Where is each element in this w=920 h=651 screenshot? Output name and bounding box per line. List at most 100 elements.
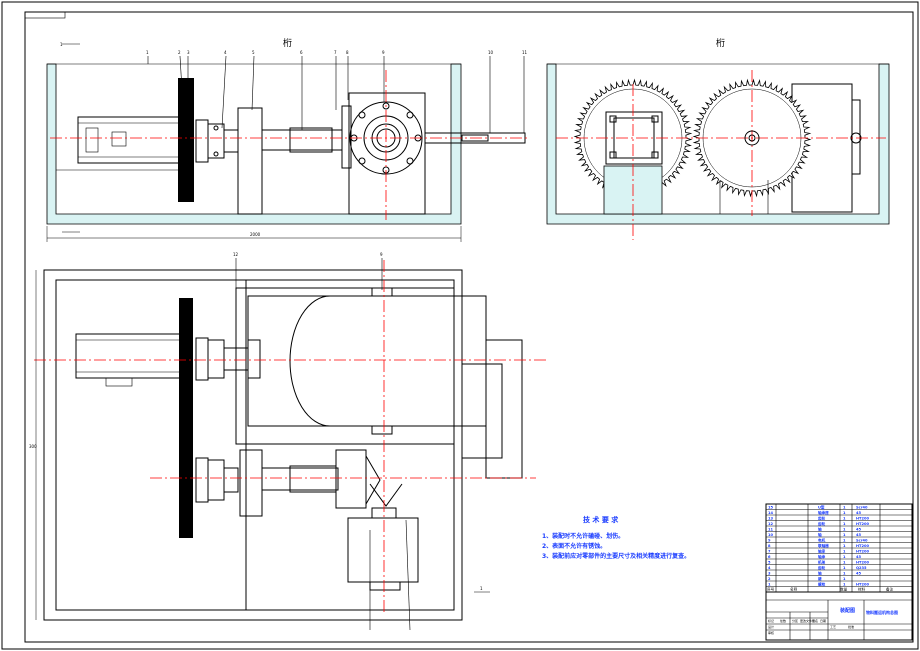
plan-height-dim: 300 — [29, 444, 37, 449]
bom-cell: 6 — [768, 555, 771, 559]
bom-header-cell: 序号 — [767, 587, 775, 592]
svg-text:1: 1 — [146, 50, 149, 55]
plan-view: 12 9 300 1 — [29, 252, 548, 631]
svg-text:6: 6 — [300, 50, 303, 55]
title-block-label: 分区 — [792, 618, 798, 623]
front-view: 桁 — [46, 37, 530, 242]
bom-cell: 1 — [843, 511, 846, 515]
bom-cell: 轴 — [818, 526, 822, 531]
bevel-gearbox-plan — [335, 449, 419, 591]
svg-text:7: 7 — [334, 50, 337, 55]
bom-cell: 13 — [768, 516, 774, 520]
tech-req-title: 技 术 要 求 — [583, 515, 619, 524]
bom-cell: HT200 — [856, 516, 869, 520]
bom-cell: 11 — [768, 527, 774, 531]
side-view-label: 桁 — [716, 37, 725, 49]
bom-cell: 15 — [768, 505, 774, 509]
bom-header-cell: 备注 — [886, 587, 894, 592]
bom-header-cell: 数量 — [840, 587, 848, 592]
title-project-name: 物料搬运机构总图 — [866, 609, 898, 615]
svg-text:5: 5 — [252, 50, 255, 55]
bom-cell: 1 — [843, 544, 846, 548]
bom-cell: 45 — [856, 555, 862, 559]
bom-cell: 45 — [856, 527, 862, 531]
bom-cell: 1 — [843, 538, 846, 542]
tech-req-item-3: 3、装配前应对零部件的主要尺寸及相关精度进行复查。 — [542, 552, 690, 560]
plan-side-dim: 1 — [480, 586, 483, 591]
bom-cell: 1 — [843, 527, 846, 531]
bom-cell: HT200 — [856, 560, 869, 564]
motor-plan-lower — [195, 449, 339, 517]
side-view: 桁 — [546, 37, 890, 240]
svg-text:8: 8 — [346, 50, 349, 55]
coupling-plan-upper — [195, 337, 237, 381]
u-trough-plan — [235, 287, 523, 479]
bom-cell: 9 — [768, 538, 771, 542]
bom-cell: 1 — [843, 555, 846, 559]
front-height-dim: 1 — [60, 42, 63, 47]
title-block-label: 审核 — [768, 630, 774, 635]
bom-cell: 45 — [856, 571, 862, 575]
technical-requirements: 技 术 要 求 1、装配时不允许磕碰、划伤。 2、表面不允许有锈蚀。 3、装配前… — [542, 515, 690, 560]
bom-cell: 1 — [843, 516, 846, 520]
bom-cell: 联轴器 — [818, 543, 829, 548]
svg-text:2: 2 — [178, 50, 181, 55]
bom-cell: U型 — [818, 504, 825, 509]
svg-text:9: 9 — [382, 50, 385, 55]
svg-text:3: 3 — [187, 50, 190, 55]
plan-outer-frame — [43, 269, 463, 621]
bom-cell: 轴承 — [818, 554, 826, 559]
bom-cell: 1 — [768, 582, 771, 586]
title-block-label: 日期 — [820, 618, 826, 623]
bom-cell: 齿轮 — [818, 515, 826, 520]
bom-cell: 1 — [843, 577, 846, 581]
balloon-numbers-front: 1 2 3 4 5 6 7 8 9 10 11 — [146, 50, 528, 55]
bom-cell: 轴 — [818, 570, 822, 575]
gear-column-front — [178, 78, 194, 202]
bom-cell: 45 — [856, 511, 862, 515]
bom-cell: 4 — [768, 566, 771, 570]
bom-cell: 轴 — [818, 532, 822, 537]
title-block-label: 批准 — [848, 624, 854, 629]
title-block: 装配图 物料搬运机构总图 标记处数分区更改文件号签名日期设计审核工艺批准 — [765, 591, 913, 641]
title-block-label: 处数 — [780, 618, 786, 623]
bom-cell: 3 — [768, 571, 771, 575]
bom-cell: 电机 — [818, 537, 826, 542]
gearbox-front — [341, 92, 426, 215]
front-view-label: 桁 — [283, 37, 292, 49]
bom-cell: 10 — [768, 533, 774, 537]
bom-cell: 5 — [768, 560, 771, 564]
bom-cell: Scr40 — [856, 505, 868, 509]
svg-text:4: 4 — [224, 50, 227, 55]
bom-cell: 齿轮 — [818, 565, 826, 570]
motor-front — [56, 116, 181, 171]
title-block-label: 工艺 — [830, 624, 836, 629]
corner-tag — [24, 11, 66, 19]
bom-cell: 机架 — [817, 559, 826, 564]
bom-cell: 1 — [843, 571, 846, 575]
bom-header-cell: 名称 — [790, 587, 798, 592]
bom-cell: 1 — [843, 505, 846, 509]
svg-text:11: 11 — [522, 50, 528, 55]
inner-frame — [24, 11, 914, 643]
bom-cell: 2 — [768, 577, 771, 581]
svg-text:10: 10 — [488, 50, 494, 55]
bom-cell: 轴承座 — [818, 510, 829, 515]
bom-cell: 1 — [843, 549, 846, 553]
coupling-front — [195, 119, 239, 163]
svg-text:12: 12 — [233, 252, 239, 257]
title-block-label: 设计 — [768, 624, 774, 629]
bom-cell: 12 — [768, 522, 774, 526]
title-block-label: 签名 — [812, 618, 818, 623]
bom-cell: 45 — [856, 533, 862, 537]
bom-cell: 7 — [768, 549, 771, 553]
title-drawing-name: 装配图 — [839, 607, 855, 614]
bom-cell: 1 — [843, 522, 846, 526]
bom-cell: 键 — [817, 576, 822, 581]
rack-plan — [179, 298, 193, 538]
shaft-front — [261, 129, 343, 151]
bom-cell: HT200 — [856, 522, 869, 526]
bom-cell: 1 — [843, 566, 846, 570]
